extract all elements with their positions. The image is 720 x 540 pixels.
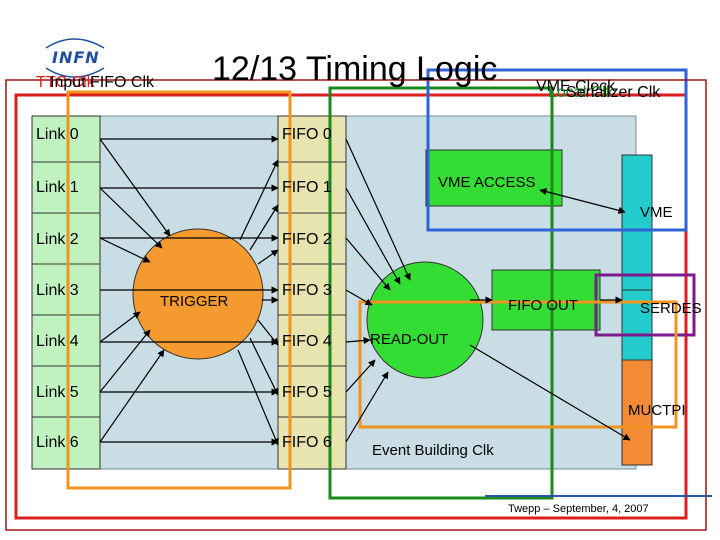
fifo-6-label: FIFO 6 <box>282 434 332 451</box>
muctpi-label: MUCTPI <box>628 402 686 419</box>
serializer-clk-label: Serializer Clk <box>566 84 661 101</box>
serdes-label: SERDES <box>640 300 702 317</box>
readout-block <box>366 261 484 379</box>
vme-bar <box>621 154 653 291</box>
input-fifo-clock-domain <box>66 90 292 490</box>
link-1-label: Link 1 <box>36 179 79 196</box>
local-clock-domain <box>328 86 554 500</box>
fifo-3-label: FIFO 3 <box>282 282 332 299</box>
fifo-4-label: FIFO 4 <box>282 333 332 350</box>
fifo-out-block <box>491 269 601 331</box>
fifo-2-label: FIFO 2 <box>282 231 332 248</box>
trigger-arrows <box>237 159 279 446</box>
fifo-5-label: FIFO 5 <box>282 384 332 401</box>
serializer-clock-domain <box>594 273 696 337</box>
link-2-label: Link 2 <box>36 231 79 248</box>
infn-logo-icon <box>45 38 105 78</box>
vme-label: VME <box>640 204 673 221</box>
link-0-label: Link 0 <box>36 126 79 143</box>
local-clk-label: Local Clk <box>548 84 614 101</box>
infn-logo-text: INFN <box>52 48 100 67</box>
footer-text: Twepp – September, 4, 2007 <box>508 503 649 515</box>
page-title: 12/13 Timing Logic <box>212 50 498 88</box>
link-arrows <box>99 135 279 446</box>
input-fifo-clk-label: Input FIFO Clk <box>50 74 155 91</box>
link-5-label: Link 5 <box>36 384 79 401</box>
fifo-1-label: FIFO 1 <box>282 179 332 196</box>
fifo-readout-arrows <box>345 138 411 443</box>
readout-label: READ-OUT <box>370 331 449 348</box>
event-building-clk-label: Event Building Clk <box>372 442 494 459</box>
vme-access-label: VME ACCESS <box>438 174 536 191</box>
trigger-label: TRIGGER <box>160 293 229 310</box>
ttc-clk-label: TTC Clk <box>36 74 95 91</box>
vme-clock-label: VME Clock <box>536 78 616 95</box>
event-building-clock-domain <box>358 300 678 429</box>
ttc-clock-domain <box>14 93 688 520</box>
link-column <box>31 115 101 470</box>
vme-access-arrow <box>539 188 626 214</box>
muctpi-bar <box>621 359 653 466</box>
fifo-0-label: FIFO 0 <box>282 126 332 143</box>
trigger-block <box>132 228 264 360</box>
fifo-out-label: FIFO OUT <box>508 297 578 314</box>
global-clock-outline <box>5 79 707 531</box>
link-3-label: Link 3 <box>36 282 79 299</box>
link-4-label: Link 4 <box>36 333 79 350</box>
readout-muctpi-arrow <box>469 344 631 441</box>
vme-clock-domain <box>426 68 688 232</box>
link-6-label: Link 6 <box>36 434 79 451</box>
